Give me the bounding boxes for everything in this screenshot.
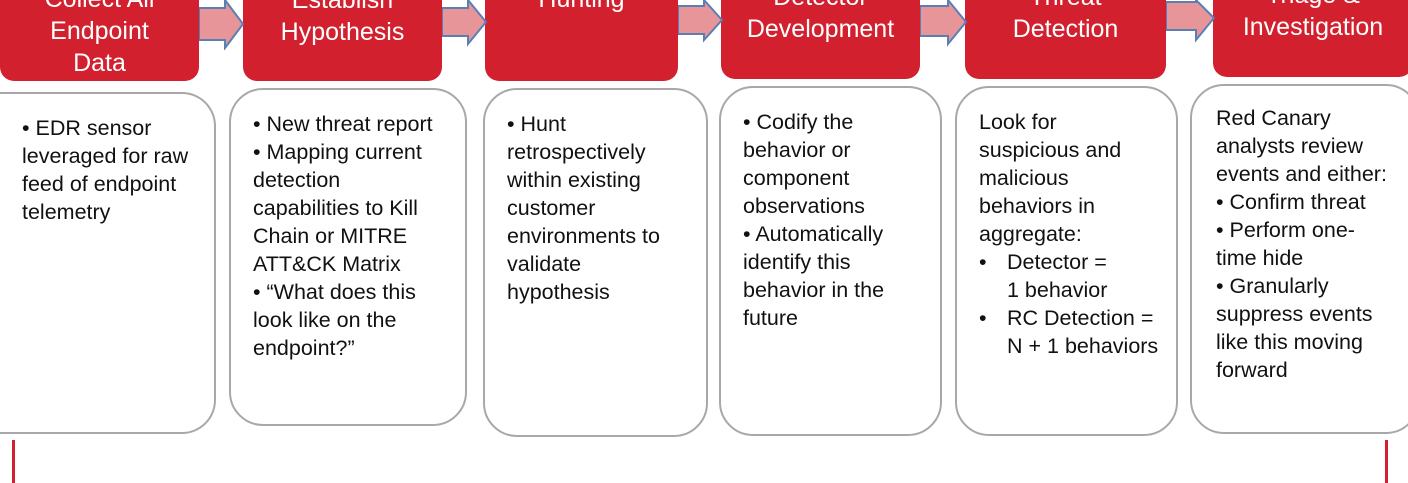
- box-line: malicious: [979, 166, 1069, 190]
- step-box-threat-detection: Look for suspicious and malicious behavi…: [955, 86, 1178, 436]
- header-line: Threat: [1013, 0, 1119, 13]
- box-line: behaviors in: [979, 194, 1095, 218]
- header-line: Endpoint: [50, 17, 149, 45]
- sub-text: Detector =: [1007, 250, 1107, 274]
- step-header-threat-detection: ThreatDetection: [965, 0, 1166, 79]
- header-line: Development: [746, 15, 895, 43]
- box-line: • “What does this: [253, 280, 416, 304]
- step-header-detector: DetectorDevelopment: [721, 0, 920, 79]
- box-line: capabilities to Kill: [253, 196, 418, 220]
- box-line: time hide: [1216, 246, 1304, 270]
- step-box-triage: Red Canary analysts review events and ei…: [1190, 84, 1408, 434]
- box-line: • EDR sensor: [22, 116, 152, 140]
- header-line: Triage &: [1243, 0, 1383, 11]
- box-sub-line: • RC Detection =: [979, 304, 1166, 332]
- box-line: events and either:: [1216, 162, 1387, 186]
- box-line: like this moving: [1216, 330, 1363, 354]
- box-line: detection: [253, 168, 341, 192]
- header-line: Detection: [1012, 15, 1119, 43]
- header-line: Investigation: [1242, 13, 1384, 41]
- box-line: customer: [507, 196, 596, 220]
- sub-text: N + 1 behaviors: [1007, 334, 1159, 358]
- box-line: suspicious and: [979, 138, 1122, 162]
- bullet: •: [979, 306, 987, 330]
- step-box-detector: • Codify the behavior or component obser…: [719, 86, 942, 436]
- step-header-hunting: Hunting: [485, 0, 678, 81]
- box-line: forward: [1216, 358, 1288, 382]
- step-box-hunting: • Hunt retrospectively within existing c…: [483, 88, 708, 437]
- box-line: observations: [743, 194, 865, 218]
- arrow-right-icon: [1166, 0, 1216, 43]
- box-line: hypothesis: [507, 280, 610, 304]
- header-line: Data: [73, 49, 126, 77]
- box-line: • Mapping current: [253, 140, 422, 164]
- arrow-right-icon: [442, 0, 488, 47]
- step-header-triage: Triage & Investigation: [1213, 0, 1408, 77]
- box-line: Chain or MITRE: [253, 224, 408, 248]
- box-line: • Automatically: [743, 222, 884, 246]
- box-line: • Codify the: [743, 110, 854, 134]
- arrow-right-icon: [920, 0, 968, 47]
- box-line: analysts review: [1216, 134, 1363, 158]
- step-box-hypothesis: • New threat report • Mapping current de…: [229, 88, 467, 426]
- box-line: endpoint?”: [253, 336, 355, 360]
- box-line: behavior in the: [743, 278, 885, 302]
- bracket-right: [1385, 440, 1388, 483]
- box-line: Look for: [979, 110, 1057, 134]
- arrow-right-icon: [678, 0, 724, 43]
- box-line: • Granularly: [1216, 274, 1329, 298]
- box-line: leveraged for raw: [22, 144, 189, 168]
- header-line: Hypothesis: [280, 18, 405, 46]
- header-line: Establish: [291, 0, 394, 14]
- box-line: retrospectively: [507, 140, 646, 164]
- box-line: look like on the: [253, 308, 397, 332]
- box-line: • New threat report: [253, 112, 433, 136]
- sub-text: RC Detection =: [1007, 306, 1154, 330]
- box-line: component: [743, 166, 850, 190]
- header-line: Hunting: [538, 0, 624, 15]
- header-line: Detector: [747, 0, 894, 13]
- box-line: aggregate:: [979, 222, 1082, 246]
- box-line: • Perform one-: [1216, 218, 1355, 242]
- box-sub-line: 1 behavior: [979, 276, 1166, 304]
- bullet: •: [979, 250, 987, 274]
- box-sub-line: • Detector =: [979, 248, 1166, 276]
- box-line: within existing: [507, 168, 641, 192]
- step-header-collect: Collect AllEndpointData: [0, 0, 199, 81]
- box-line: • Confirm threat: [1216, 190, 1366, 214]
- box-line: Red Canary: [1216, 106, 1331, 130]
- box-line: future: [743, 306, 798, 330]
- box-line: validate: [507, 252, 582, 276]
- box-line: suppress events: [1216, 302, 1373, 326]
- box-line: environments to: [507, 224, 660, 248]
- box-line: identify this: [743, 250, 851, 274]
- bracket-left: [12, 440, 15, 483]
- header-line: Collect All: [45, 0, 155, 15]
- sub-text: 1 behavior: [1007, 278, 1108, 302]
- box-sub-line: N + 1 behaviors: [979, 332, 1166, 360]
- step-box-collect: • EDR sensor leveraged for raw feed of e…: [0, 92, 216, 434]
- box-line: telemetry: [22, 200, 111, 224]
- box-line: ATT&CK Matrix: [253, 252, 401, 276]
- arrow-right-icon: [199, 0, 245, 50]
- box-line: • Hunt: [507, 112, 566, 136]
- box-line: feed of endpoint: [22, 172, 177, 196]
- box-line: behavior or: [743, 138, 851, 162]
